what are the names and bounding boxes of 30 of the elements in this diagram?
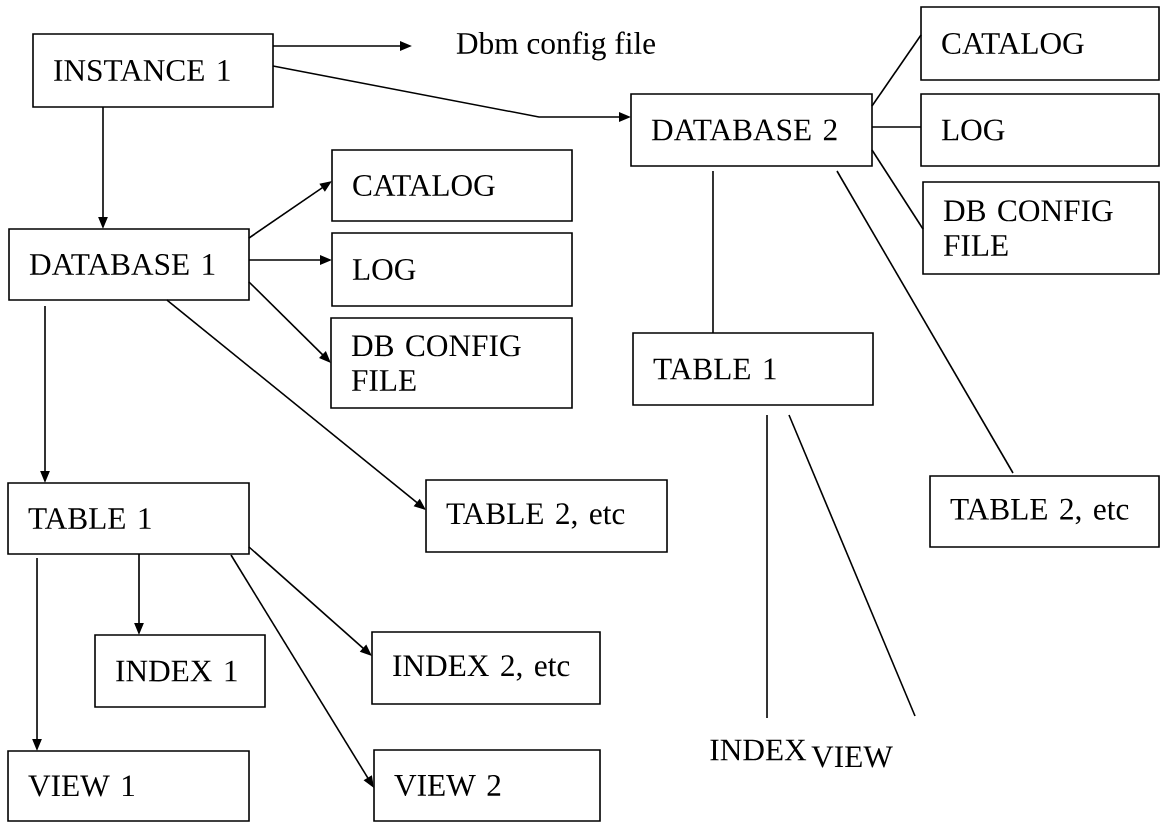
entity-box: INSTANCE 1 xyxy=(32,33,274,108)
entity-box: TABLE 1 xyxy=(632,332,874,406)
connector-line xyxy=(871,149,924,230)
entity-box: LOG xyxy=(331,232,573,307)
entity-box: VIEW 2 xyxy=(373,749,601,822)
text-label: Dbm config file xyxy=(456,31,655,61)
connector-line xyxy=(836,170,1014,474)
entity-box: TABLE 2, etc xyxy=(929,475,1160,548)
arrow xyxy=(248,281,331,363)
entity-box: INDEX 1 xyxy=(94,634,266,708)
connector-line xyxy=(871,34,922,107)
entity-box: LOG xyxy=(920,93,1160,167)
text-label: VIEW xyxy=(811,746,893,768)
connector-line xyxy=(871,126,922,128)
entity-box: DATABASE 2 xyxy=(630,93,873,167)
entity-box: CATALOG xyxy=(920,6,1160,81)
arrow xyxy=(166,299,426,510)
entity-box: TABLE 2, etc xyxy=(425,479,668,553)
arrow xyxy=(248,546,372,656)
connector-line xyxy=(788,414,916,717)
connector-line xyxy=(712,170,714,334)
entity-box: INDEX 2, etc xyxy=(371,631,601,705)
entity-box: VIEW 1 xyxy=(7,750,250,822)
entity-box: DATABASE 1 xyxy=(8,228,250,301)
connector-line xyxy=(766,414,768,719)
entity-box: CATALOG xyxy=(331,149,573,222)
entity-box: DB CONFIG FILE xyxy=(922,181,1160,275)
entity-box: TABLE 1 xyxy=(7,482,250,555)
text-label: INDEX xyxy=(710,739,807,761)
entity-box: DB CONFIG FILE xyxy=(330,317,573,409)
